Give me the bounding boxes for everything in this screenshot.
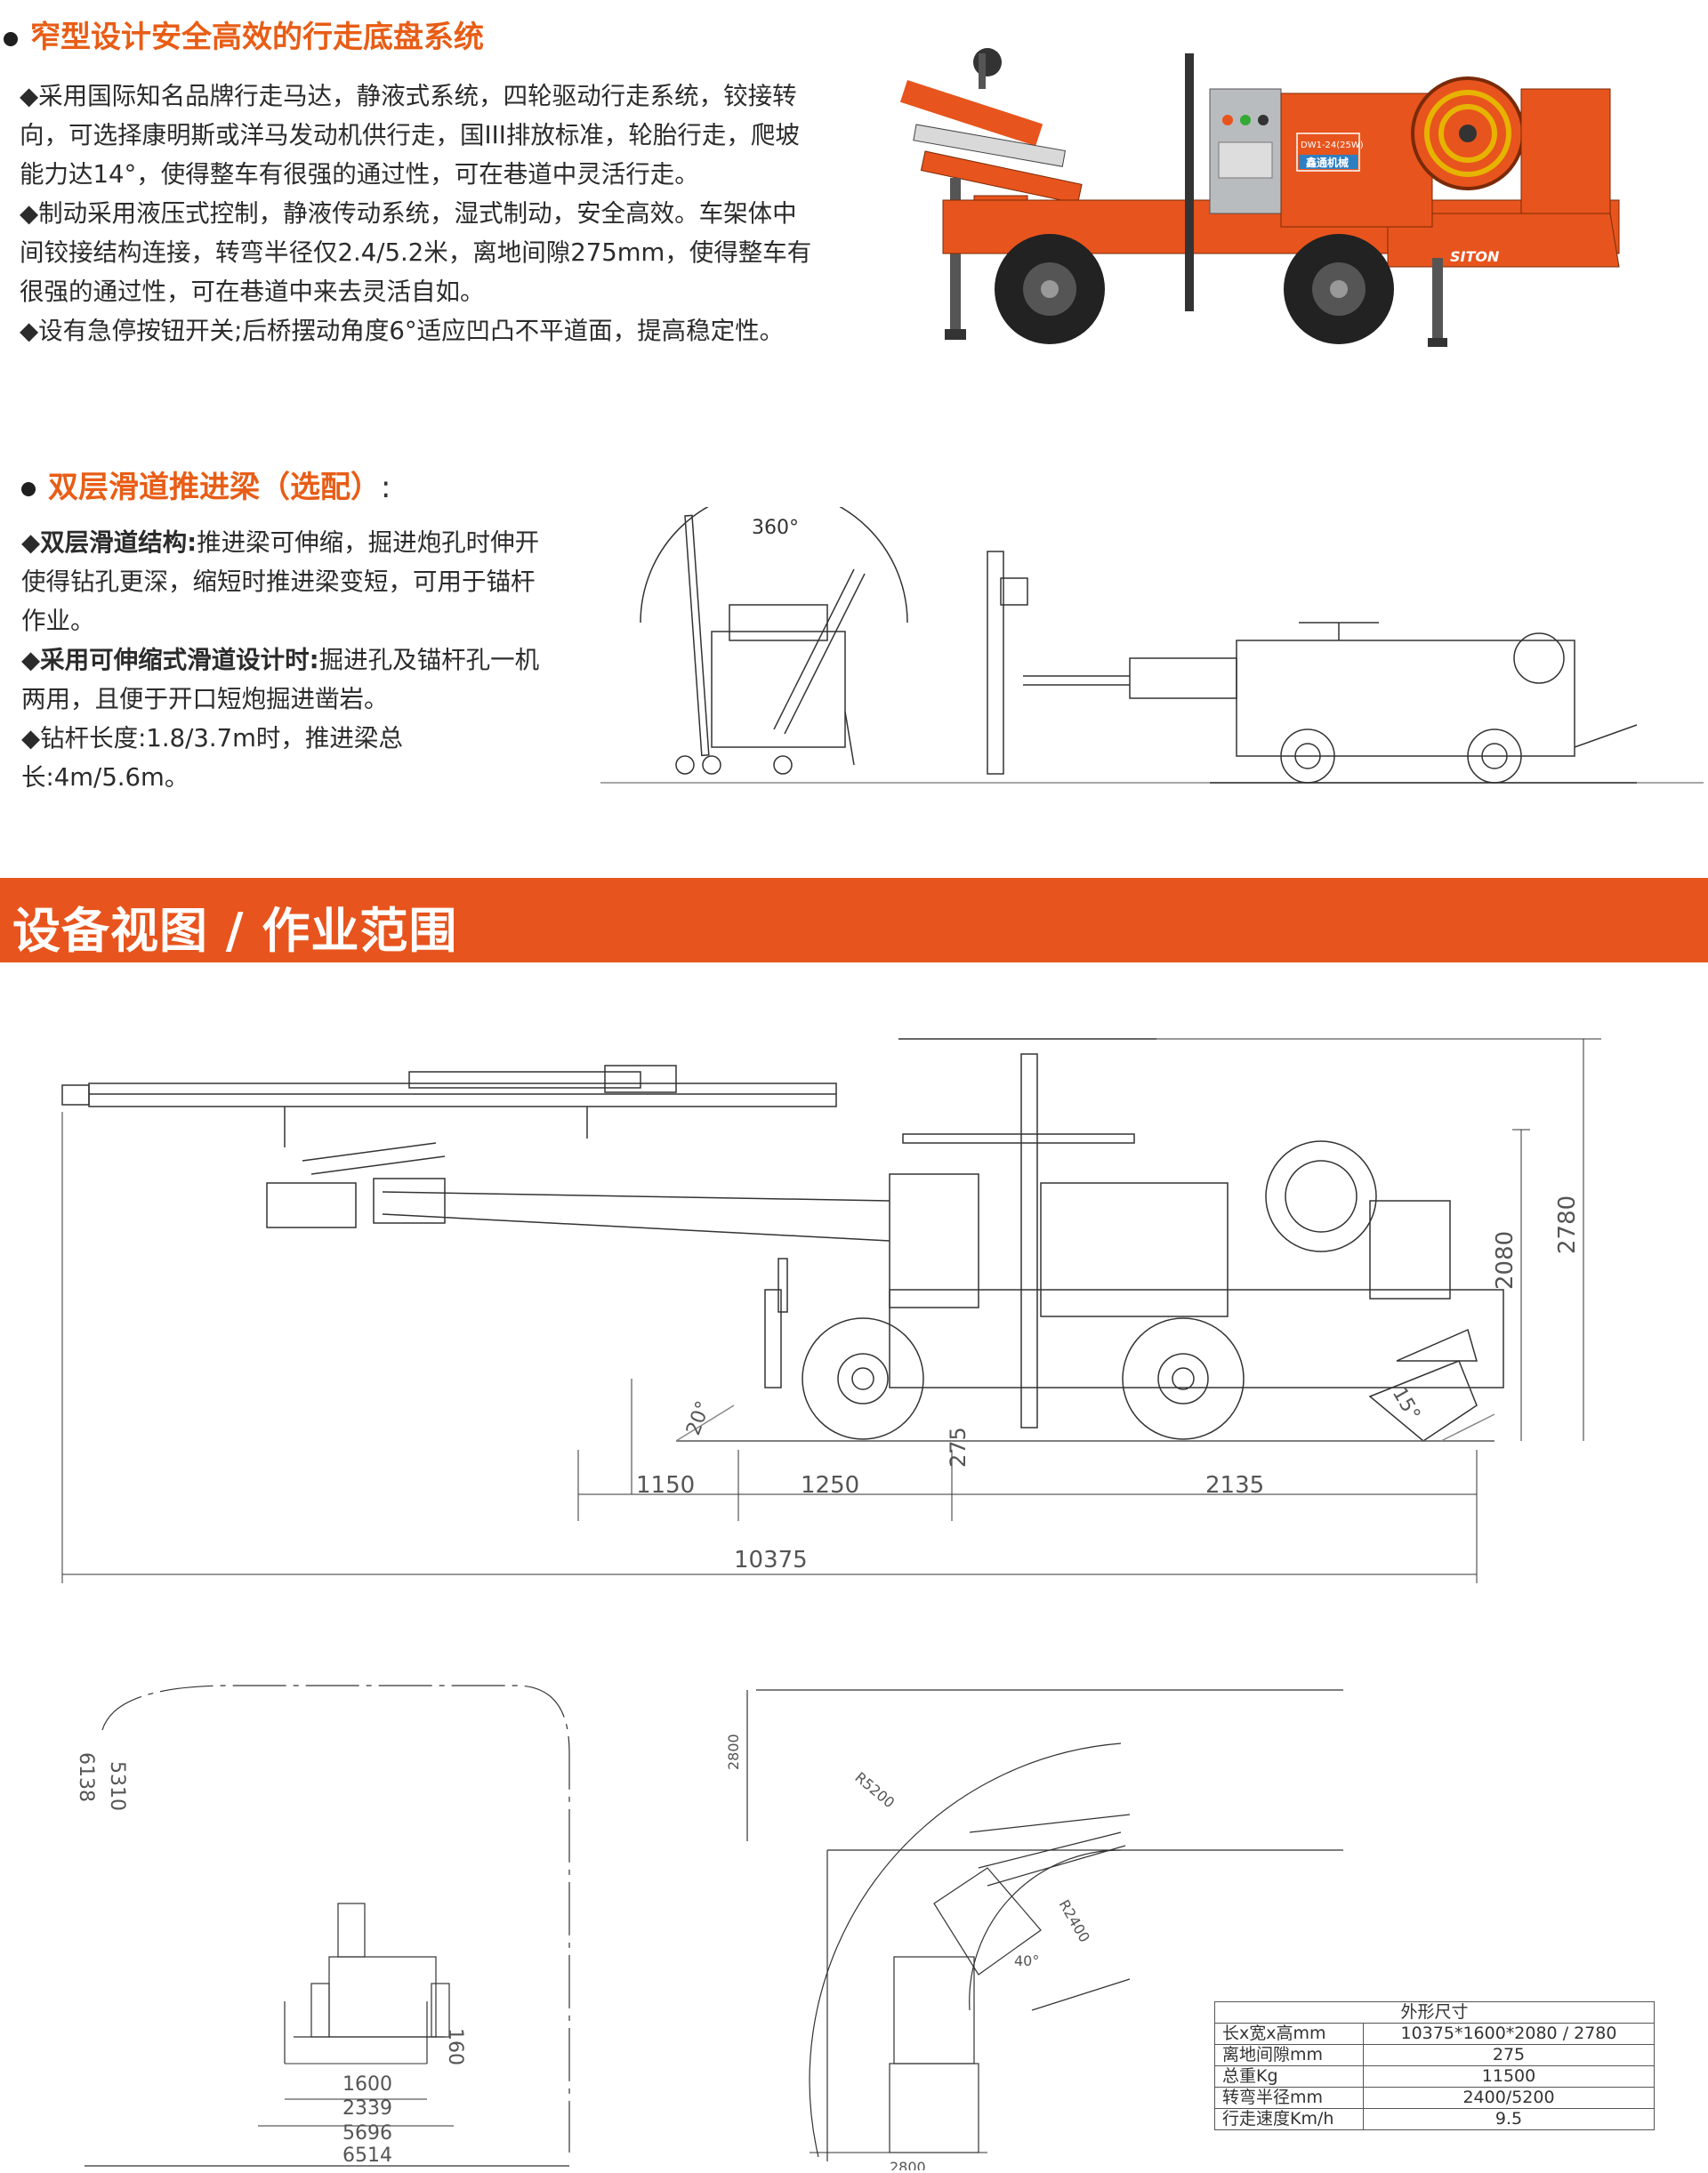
table-row: 总重Kg 11500 xyxy=(1214,2065,1655,2088)
spec-table: 外形尺寸 长x宽x高mm 10375*1600*2080 / 2780 离地间隙… xyxy=(1214,2001,1655,2130)
dim-turn-2800-vertical: 2800 xyxy=(725,1734,742,1770)
cabinet-label: 鑫通机械 xyxy=(1305,156,1349,169)
front-view-tunnel-drawing: 6138 5310 160 1600 2339 5696 6514 xyxy=(75,1685,570,2167)
dim-1150: 1150 xyxy=(636,1472,695,1499)
side-view-sketch xyxy=(987,551,1638,784)
section2-item-text: 推进梁可伸缩，掘进炮孔时伸开使得钻孔更深，缩短时推进梁变短，可用于锚杆作业。 xyxy=(21,528,540,635)
section2-item: ◆采用可伸缩式滑道设计时:掘进孔及锚杆孔一机两用，且便于开口短炮掘进凿岩。 xyxy=(21,640,555,719)
turn-angle: 40° xyxy=(1014,1952,1039,1969)
spec-label: 转弯半径mm xyxy=(1214,2087,1364,2109)
angle-approach: 20° xyxy=(682,1398,715,1438)
section2-item-bold: ◆采用可伸缩式滑道设计时: xyxy=(21,646,319,674)
section2-title-suffix: : xyxy=(381,470,391,505)
dim-2135: 2135 xyxy=(1205,1472,1264,1499)
feed-beam-drawings: 360° xyxy=(600,507,1704,784)
front-wheel-drawing xyxy=(802,1317,924,1440)
front-view-sketch: 360° xyxy=(640,507,908,775)
section1-body: ◆采用国际知名品牌行走马达，静液式系统，四轮驱动行走系统，铰接转向，可选择康明斯… xyxy=(20,76,820,350)
dim-clearance-275: 275 xyxy=(946,1427,971,1468)
rear-wheel xyxy=(1284,234,1394,344)
section2-title: 双层滑道推进梁（选配） xyxy=(48,470,381,505)
dim-width-2339: 2339 xyxy=(342,2097,392,2120)
side-view-drawing: 2780 2080 275 1150 1250 2135 10375 20° 1… xyxy=(61,1038,1601,1583)
spec-table-container: 外形尺寸 长x宽x高mm 10375*1600*2080 / 2780 离地间隙… xyxy=(1214,2001,1655,2130)
spec-value: 2400/5200 xyxy=(1363,2087,1655,2109)
section1-paragraph: ◆制动采用液压式控制，静液传动系统，湿式制动，安全高效。车架体中间铰接结构连接，… xyxy=(20,199,812,306)
section2-body: ◆双层滑道结构:推进梁可伸缩，掘进炮孔时伸开使得钻孔更深，缩短时推进梁变短，可用… xyxy=(21,523,555,797)
table-row: 转弯半径mm 2400/5200 xyxy=(1214,2087,1655,2109)
section2-item-bold: ◆双层滑道结构: xyxy=(21,528,197,557)
dim-width-1600: 1600 xyxy=(342,2073,392,2096)
spec-label: 行走速度Km/h xyxy=(1214,2108,1364,2130)
radius-outer: R5200 xyxy=(851,1769,898,1812)
rear-wheel-drawing xyxy=(1122,1317,1245,1440)
table-row: 离地间隙mm 275 xyxy=(1214,2044,1655,2066)
dim-total-length: 10375 xyxy=(734,1547,808,1573)
section2-item: ◆双层滑道结构:推进梁可伸缩，掘进炮孔时伸开使得钻孔更深，缩短时推进梁变短，可用… xyxy=(21,523,555,640)
drill-rig-photo: DW1-24(25W) 鑫通机械 SITON xyxy=(899,48,1620,347)
dim-160: 160 xyxy=(444,2028,466,2065)
brand-logo: SITON xyxy=(1450,248,1500,265)
section-banner xyxy=(0,878,1708,962)
spec-value: 9.5 xyxy=(1363,2108,1655,2130)
section1-paragraph: ◆设有急停按钮开关;后桥摆动角度6°适应凹凸不平道面，提高稳定性。 xyxy=(20,317,785,345)
section1-heading: 窄型设计安全高效的行走底盘系统 xyxy=(4,12,484,56)
model-plate: DW1-24(25W) xyxy=(1301,141,1364,150)
section1-title: 窄型设计安全高效的行走底盘系统 xyxy=(30,20,484,55)
spec-label: 总重Kg xyxy=(1214,2065,1364,2088)
spec-table-header-row: 外形尺寸 xyxy=(1214,2001,1655,2024)
section2-item-text: ◆钻杆长度:1.8/3.7m时，推进梁总长:4m/5.6m。 xyxy=(21,724,403,792)
section2-item: ◆钻杆长度:1.8/3.7m时，推进梁总长:4m/5.6m。 xyxy=(21,719,555,797)
dim-1250: 1250 xyxy=(801,1472,859,1499)
boom xyxy=(266,1142,979,1308)
table-row: 行走速度Km/h 9.5 xyxy=(1214,2108,1655,2130)
table-row: 长x宽x高mm 10375*1600*2080 / 2780 xyxy=(1214,2023,1655,2045)
dim-width-6514: 6514 xyxy=(342,2145,392,2167)
dim-tunnel-height-5310: 5310 xyxy=(106,1761,128,1811)
machine-body xyxy=(889,1140,1504,1442)
turning-radius-drawing: 2800 2800 R5200 R2400 40° xyxy=(725,1689,1343,2170)
rotation-label: 360° xyxy=(752,517,799,539)
feed-beam xyxy=(61,1065,837,1147)
section2-heading: 双层滑道推进梁（选配）: xyxy=(21,463,391,506)
spec-value: 275 xyxy=(1363,2044,1655,2066)
spec-label: 离地间隙mm xyxy=(1214,2044,1364,2066)
dim-tunnel-height-6138: 6138 xyxy=(75,1752,97,1802)
canopy-pole xyxy=(1185,53,1194,311)
radius-inner: R2400 xyxy=(1056,1897,1093,1945)
spec-label: 长x宽x高mm xyxy=(1214,2023,1364,2045)
canopy xyxy=(898,1038,1156,1429)
bullet-dot-icon xyxy=(4,31,18,46)
angle-departure: 15° xyxy=(1388,1384,1424,1425)
spec-value: 10375*1600*2080 / 2780 xyxy=(1363,2023,1655,2045)
dim-height-2780: 2780 xyxy=(1554,1195,1581,1254)
banner-title: 设备视图 / 作业范围 xyxy=(12,903,458,959)
section2-item-text: 掘进孔及锚杆孔一机两用，且便于开口短炮掘进凿岩。 xyxy=(21,646,540,713)
front-wheel xyxy=(995,234,1105,344)
dim-width-5696: 5696 xyxy=(342,2122,392,2145)
dim-turn-2800-horizontal: 2800 xyxy=(890,2159,926,2170)
spec-table-header: 外形尺寸 xyxy=(1214,2001,1655,2024)
section1-paragraph: ◆采用国际知名品牌行走马达，静液式系统，四轮驱动行走系统，铰接转向，可选择康明斯… xyxy=(20,82,800,189)
dim-height-2080: 2080 xyxy=(1492,1231,1519,1290)
spec-value: 11500 xyxy=(1363,2065,1655,2088)
bullet-dot-icon xyxy=(21,481,36,496)
